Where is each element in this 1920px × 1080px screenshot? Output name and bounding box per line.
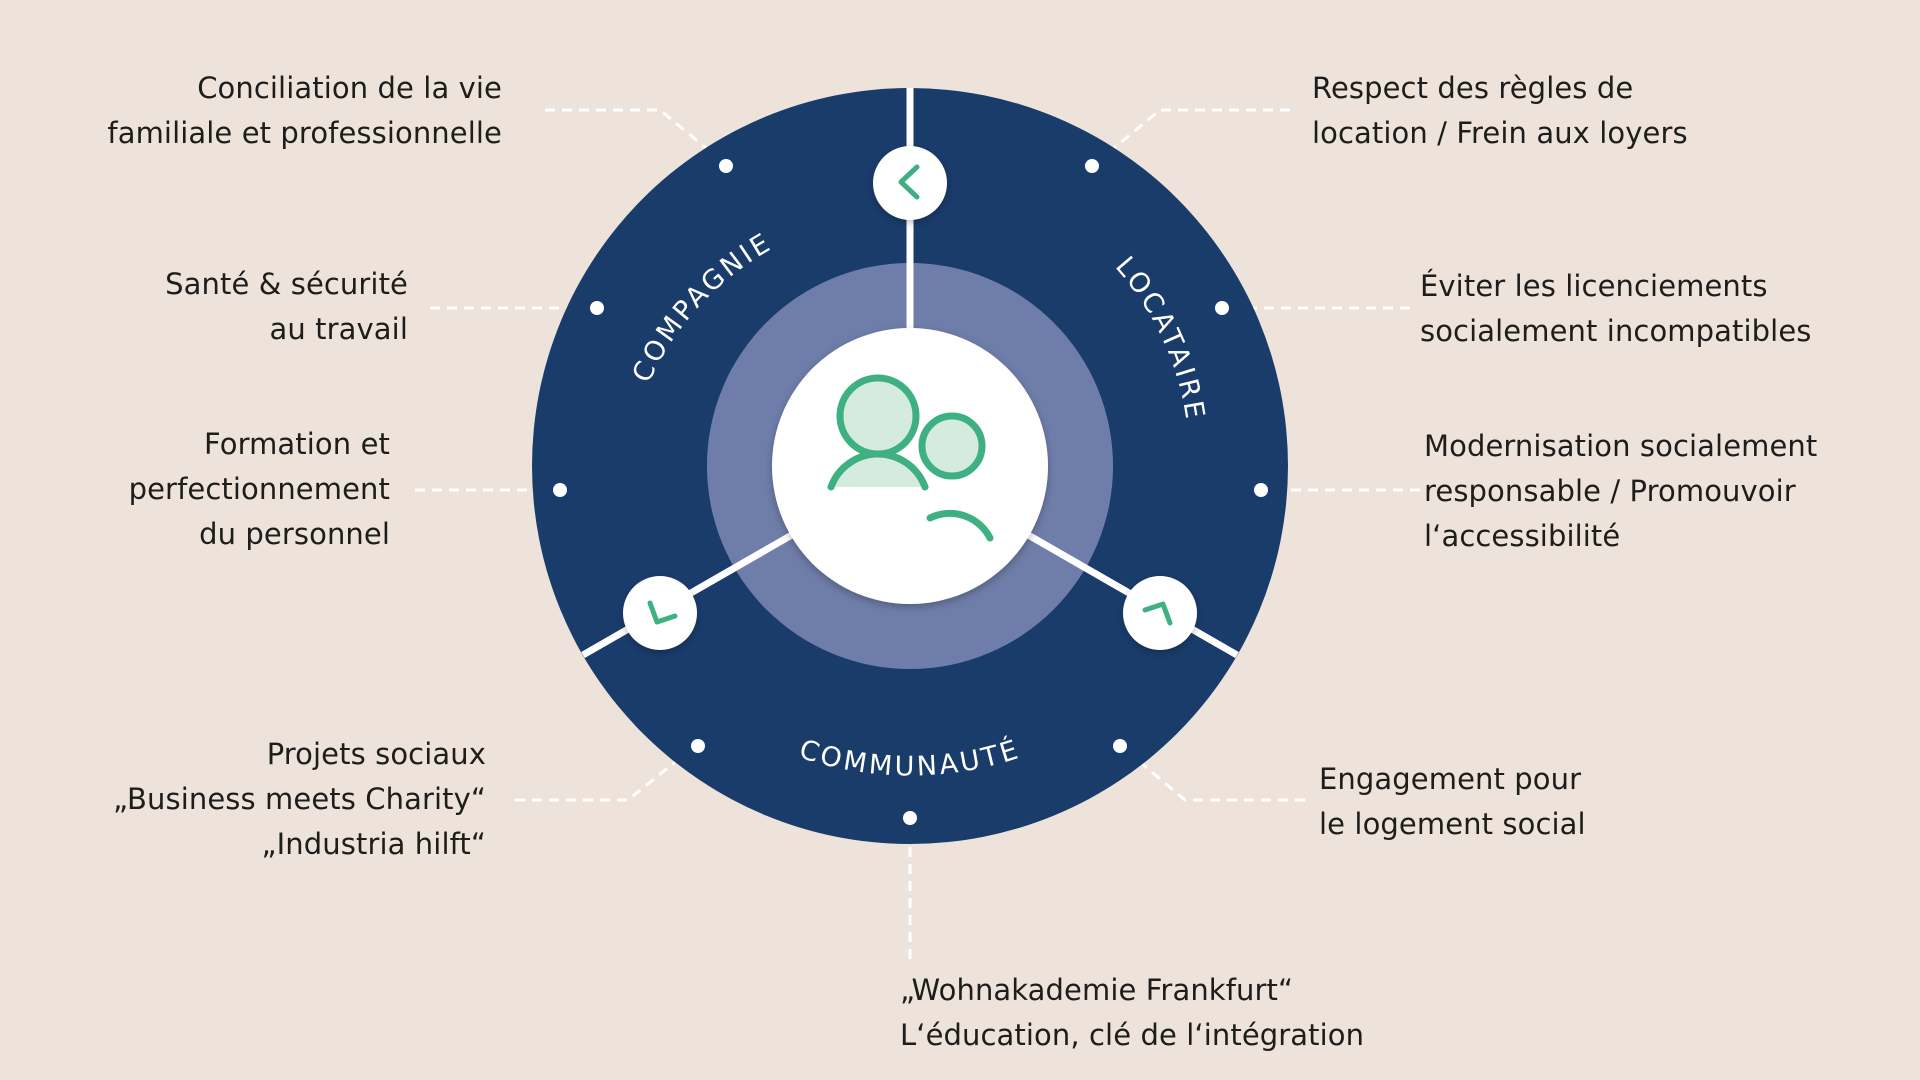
item-training-line-3: du personnel — [199, 517, 390, 551]
item-social-projects-line-2: „Business meets Charity“ — [112, 782, 486, 816]
connector-social-housing — [1139, 760, 1305, 802]
item-conciliation-line-2: familiale et professionnelle — [107, 116, 502, 150]
item-health-line-2: au travail — [269, 312, 408, 346]
item-rent-rules: Respect des règles de location / Frein a… — [1312, 66, 1688, 156]
item-training: Formation et perfectionnement du personn… — [129, 422, 390, 557]
item-social-housing: Engagement pour le logement social — [1319, 757, 1586, 847]
people-icon — [827, 374, 994, 542]
connector-social-projects — [515, 760, 676, 802]
dot-health — [590, 301, 604, 315]
item-social-housing-line-2: le logement social — [1319, 807, 1586, 841]
item-social-projects: Projets sociaux „Business meets Charity“… — [113, 732, 486, 867]
marker-left[interactable] — [623, 576, 697, 650]
item-social-projects-line-3: „Industria hilft“ — [261, 827, 486, 861]
dot-social-projects — [691, 739, 705, 753]
item-training-line-2: perfectionnement — [128, 472, 390, 506]
ring-dots — [553, 159, 1268, 825]
item-social-projects-line-1: Projets sociaux — [266, 737, 486, 771]
item-conciliation: Conciliation de la vie familiale et prof… — [107, 66, 502, 156]
item-dismissals-line-1: Éviter les licenciements — [1420, 269, 1768, 303]
connector-conciliation — [545, 108, 713, 155]
item-conciliation-line-1: Conciliation de la vie — [197, 71, 502, 105]
item-rent-rules-line-2: location / Frein aux loyers — [1312, 116, 1688, 150]
marker-top[interactable] — [873, 146, 947, 220]
dot-dismissals — [1215, 301, 1229, 315]
item-modernisation-line-3: l‘accessibilité — [1424, 519, 1621, 553]
item-social-housing-line-1: Engagement pour — [1319, 762, 1582, 796]
item-dismissals: Éviter les licenciements socialement inc… — [1420, 264, 1811, 354]
item-health-line-1: Santé & sécurité — [165, 267, 408, 301]
chevron-left-icon — [898, 164, 920, 200]
item-modernisation-line-1: Modernisation socialement — [1424, 429, 1818, 463]
item-training-line-1: Formation et — [203, 427, 390, 461]
item-education: „Wohnakademie Frankfurt“ L‘éducation, cl… — [900, 968, 1364, 1058]
item-education-line-2: L‘éducation, clé de l‘intégration — [900, 1018, 1365, 1052]
chevron-up-icon — [1142, 601, 1173, 626]
marker-right[interactable] — [1123, 576, 1197, 650]
dot-social-housing — [1113, 739, 1127, 753]
item-education-line-1: „Wohnakademie Frankfurt“ — [900, 973, 1294, 1007]
item-health: Santé & sécurité au travail — [165, 262, 408, 352]
connector-rent-rules — [1107, 108, 1290, 155]
item-rent-rules-line-1: Respect des règles de — [1312, 71, 1634, 105]
item-dismissals-line-2: socialement incompatibles — [1420, 314, 1812, 348]
dot-training — [553, 483, 567, 497]
item-modernisation: Modernisation socialement responsable / … — [1424, 424, 1817, 559]
dot-modernisation — [1254, 483, 1268, 497]
dot-education — [903, 811, 917, 825]
item-modernisation-line-2: responsable / Promouvoir — [1424, 474, 1796, 508]
dot-conciliation — [719, 159, 733, 173]
connector-lines — [415, 108, 1420, 965]
dot-rent-rules — [1085, 159, 1099, 173]
chevron-down-icon — [647, 600, 678, 625]
